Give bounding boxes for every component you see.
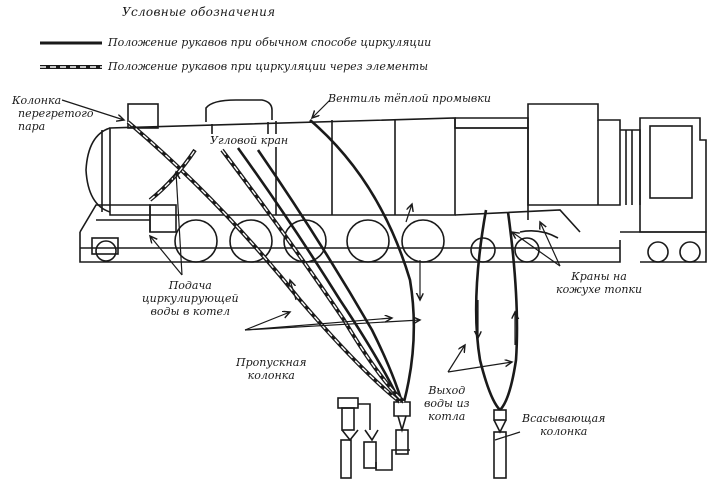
steam-dome xyxy=(205,99,273,122)
chimney xyxy=(127,103,159,129)
label-line: кожухе топки xyxy=(556,283,643,296)
label-warm-wash-valve: Вентиль тёплой промывки xyxy=(328,92,491,105)
start-column-fixture xyxy=(337,397,411,479)
label-line: Всасывающая xyxy=(522,412,606,425)
label-supply-water: Подача циркулирующей воды в котел xyxy=(142,279,239,318)
label-suction-column: Всасывающая колонка xyxy=(522,412,605,438)
label-line: Пропускная xyxy=(236,356,307,369)
label-line: колонка xyxy=(540,425,588,438)
frame xyxy=(79,232,621,263)
label-start-column: Пропускная колонка xyxy=(236,356,307,382)
label-line: Выход xyxy=(428,384,466,397)
cab xyxy=(527,103,621,206)
label-corner-valve: Угловой кран xyxy=(208,134,291,147)
label-line: воды из xyxy=(424,397,470,410)
driving-wheels xyxy=(95,219,701,263)
label-superheated-column: Колонка перегретого пара xyxy=(12,94,94,133)
suction-column-fixture xyxy=(493,409,507,479)
label-line: Краны на xyxy=(571,270,627,283)
legend-title: Условные обозначения xyxy=(122,5,276,19)
hoses-normal xyxy=(236,119,519,411)
locomotive xyxy=(79,99,707,263)
label-line: пара xyxy=(18,120,46,133)
boiler xyxy=(109,117,456,216)
legend-through-elements-label: Положение рукавов при циркуляции через э… xyxy=(108,60,429,73)
label-boiler-outlet: Выход воды из котла xyxy=(424,384,470,423)
label-line: колонка xyxy=(247,369,295,382)
label-line: Колонка xyxy=(12,94,62,107)
legend-normal-label: Положение рукавов при обычном способе ци… xyxy=(108,36,432,49)
label-line: перегретого xyxy=(18,107,94,120)
label-line: воды в котел xyxy=(150,305,231,318)
label-line: циркулирующей xyxy=(142,292,239,305)
smokebox xyxy=(85,127,111,213)
label-line: Подача xyxy=(168,279,212,292)
label-line: котла xyxy=(428,410,466,423)
label-firebox-valves: Краны на кожухе топки xyxy=(556,270,642,296)
firebox xyxy=(454,117,529,129)
leader-lines xyxy=(61,99,561,441)
